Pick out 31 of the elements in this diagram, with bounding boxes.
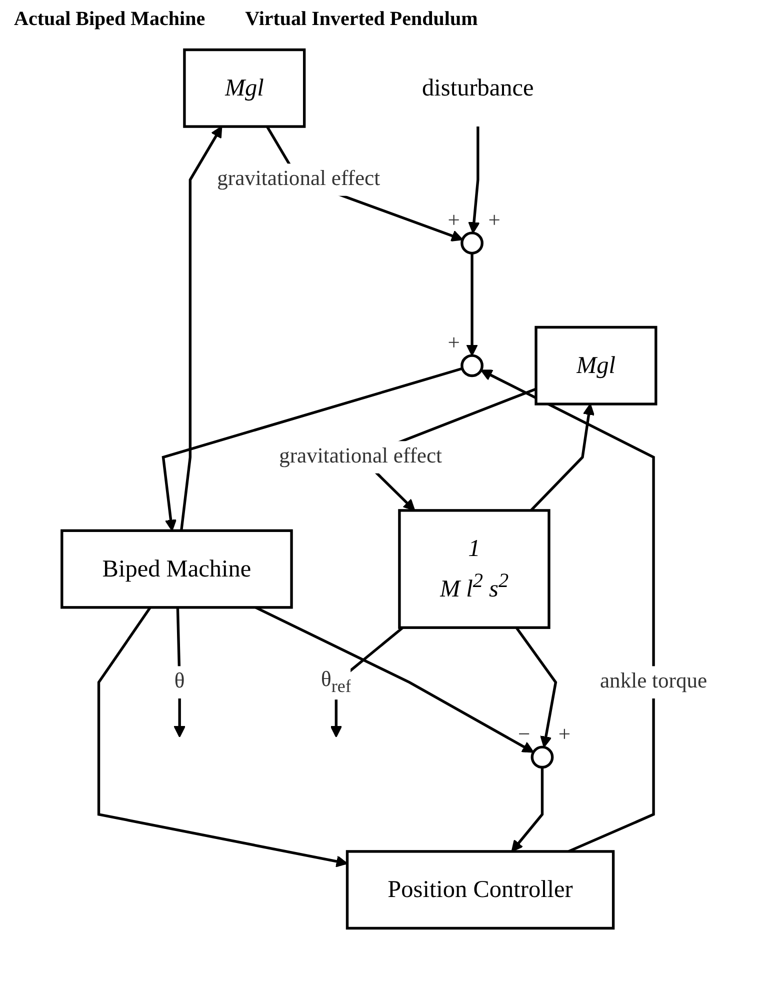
edge-label: ankle torque — [600, 670, 708, 694]
arrow — [180, 126, 222, 531]
edge-label: gravitational effect — [279, 445, 442, 468]
arrow — [97, 606, 348, 868]
arrow — [254, 606, 534, 753]
section-heading: Actual Biped Machine — [14, 8, 206, 31]
node-box: Mgl — [534, 326, 658, 406]
arrow — [466, 253, 478, 356]
node-text: disturbance — [422, 74, 534, 101]
section-heading: Virtual Inverted Pendulum — [245, 8, 478, 31]
arrow — [511, 767, 544, 852]
sign-label: − — [518, 722, 530, 746]
arrow — [174, 607, 186, 738]
sign-label: + — [448, 330, 460, 354]
node-box: Position Controller — [346, 850, 615, 930]
node-circle — [460, 232, 484, 255]
sign-label: + — [448, 208, 460, 232]
arrow — [162, 367, 463, 532]
sign-label: + — [558, 722, 571, 746]
sign-label: + — [488, 208, 500, 232]
node-box: Mgl — [183, 48, 306, 128]
edge-label: gravitational effect — [217, 168, 380, 191]
node-circle — [530, 746, 554, 769]
edge-label: θ — [174, 670, 185, 694]
node-box: Biped Machine — [60, 529, 293, 609]
arrow — [530, 403, 595, 512]
node-box: 1 M l$^{2}$ s$^{2}$ — [398, 509, 550, 629]
node-circle — [460, 354, 484, 378]
arrow — [515, 626, 558, 748]
arrow — [468, 126, 480, 234]
edge-label: θ$_{ref}$ — [321, 668, 352, 696]
